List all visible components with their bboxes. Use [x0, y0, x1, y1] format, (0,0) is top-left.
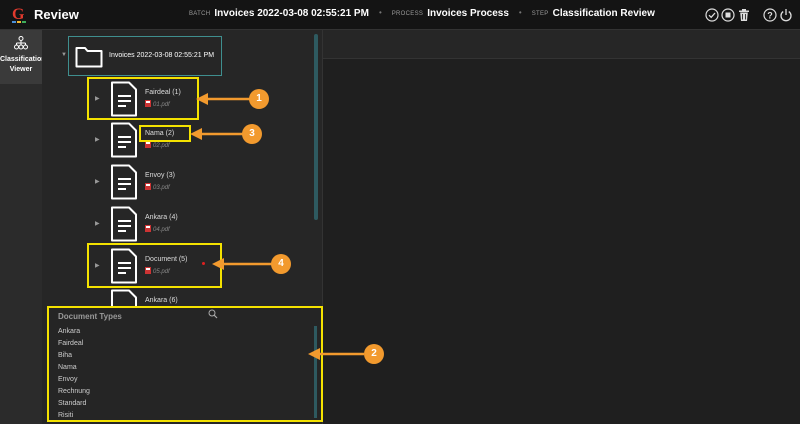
batch-value: Invoices 2022-03-08 02:55:21 PM — [214, 8, 369, 19]
process-label: PROCESS — [391, 11, 424, 17]
document-icon[interactable] — [110, 248, 138, 284]
svg-text:?: ? — [767, 11, 773, 21]
document-file-name: 04.pdf — [153, 227, 170, 233]
document-file: 05.pdf — [145, 267, 170, 275]
pdf-icon — [145, 225, 151, 232]
sidebar-label-line: Classification — [0, 56, 46, 63]
document-types-list: Ankara Fairdeal Biha Nama Envoy Rechnung… — [58, 326, 298, 422]
document-name[interactable]: Envoy (3) — [145, 172, 175, 179]
document-file-name: 02.pdf — [153, 143, 170, 149]
highlight-box — [139, 125, 191, 142]
process-value: Invoices Process — [427, 8, 509, 19]
document-type-item[interactable]: Standard — [58, 400, 87, 407]
document-type-item[interactable]: Nama — [58, 364, 77, 371]
callout-badge: 3 — [242, 124, 262, 144]
document-type-item[interactable]: Envoy — [58, 376, 78, 383]
tree-root-batch[interactable]: Invoices 2022-03-08 02:55:21 PM — [68, 36, 222, 76]
document-file-name: 01.pdf — [153, 102, 170, 108]
callout-badge: 4 — [271, 254, 291, 274]
batch-label: BATCH — [189, 11, 211, 17]
sidebar: Classification Viewer — [0, 30, 46, 424]
document-type-item[interactable]: Biha — [58, 352, 73, 359]
document-types-title: Document Types — [58, 312, 122, 321]
document-icon[interactable] — [110, 164, 138, 200]
step-value: Classification Review — [552, 8, 655, 19]
help-icon[interactable]: ? — [763, 8, 777, 22]
document-name[interactable]: Ankara (6) — [145, 297, 178, 304]
document-file-name: 03.pdf — [153, 185, 170, 191]
callout-badge: 2 — [364, 344, 384, 364]
document-types-panel: Document Types Ankara Fairdeal Biha Nama… — [48, 306, 322, 422]
document-name[interactable]: Document (5) — [145, 256, 188, 263]
expand-caret-icon[interactable]: ▶ — [95, 263, 100, 269]
pdf-icon — [145, 267, 151, 274]
app-title: Review — [34, 7, 79, 22]
document-file: 04.pdf — [145, 225, 170, 233]
document-name[interactable]: Fairdeal (1) — [145, 89, 181, 96]
document-types-scrollbar[interactable] — [314, 326, 317, 418]
pdf-icon — [145, 183, 151, 190]
hierarchy-icon — [14, 36, 28, 50]
document-type-item[interactable]: Fairdeal — [58, 340, 84, 347]
search-icon[interactable] — [208, 309, 218, 319]
document-type-item[interactable]: Risiti — [58, 412, 74, 419]
sidebar-item-label: Classification Viewer — [0, 55, 46, 75]
unclassified-indicator — [202, 262, 205, 265]
expand-caret-icon[interactable]: ▶ — [95, 96, 100, 102]
callout-badge: 1 — [249, 89, 269, 109]
document-icon[interactable] — [110, 289, 138, 307]
tree-scrollbar[interactable] — [314, 34, 318, 220]
expand-caret-icon[interactable]: ▶ — [95, 137, 100, 143]
collapse-caret-icon[interactable]: ▼ — [61, 52, 67, 58]
document-icon[interactable] — [110, 206, 138, 242]
document-name[interactable]: Ankara (4) — [145, 214, 178, 221]
folder-icon — [75, 47, 103, 68]
document-file-name: 05.pdf — [153, 269, 170, 275]
document-icon[interactable] — [110, 81, 138, 117]
document-icon[interactable] — [110, 122, 138, 158]
expand-caret-icon[interactable]: ▶ — [95, 221, 100, 227]
sidebar-item-classification-viewer[interactable]: Classification Viewer — [0, 30, 46, 84]
check-circle-icon[interactable] — [705, 8, 719, 22]
document-type-item[interactable]: Rechnung — [58, 388, 90, 395]
svg-text:G: G — [12, 6, 25, 23]
document-preview-panel — [322, 30, 800, 424]
highlight-box — [47, 306, 323, 422]
trash-icon[interactable] — [737, 8, 751, 22]
document-type-item[interactable]: Ankara — [58, 328, 81, 335]
stop-circle-icon[interactable] — [721, 8, 735, 22]
document-file: 03.pdf — [145, 183, 170, 191]
app-logo-icon: G — [12, 6, 26, 23]
document-name[interactable]: Nama (2) — [145, 130, 175, 137]
step-label: STEP — [531, 11, 549, 17]
power-icon[interactable] — [779, 8, 793, 22]
preview-header — [323, 30, 800, 59]
document-file: 01.pdf — [145, 100, 170, 108]
breadcrumb-separator: • — [518, 8, 522, 17]
expand-caret-icon[interactable]: ▶ — [95, 179, 100, 185]
tree-root-label: Invoices 2022-03-08 02:55:21 PM — [109, 52, 215, 59]
pdf-icon — [145, 100, 151, 107]
breadcrumb-separator: • — [378, 8, 382, 17]
sidebar-label-line: Viewer — [9, 66, 33, 73]
